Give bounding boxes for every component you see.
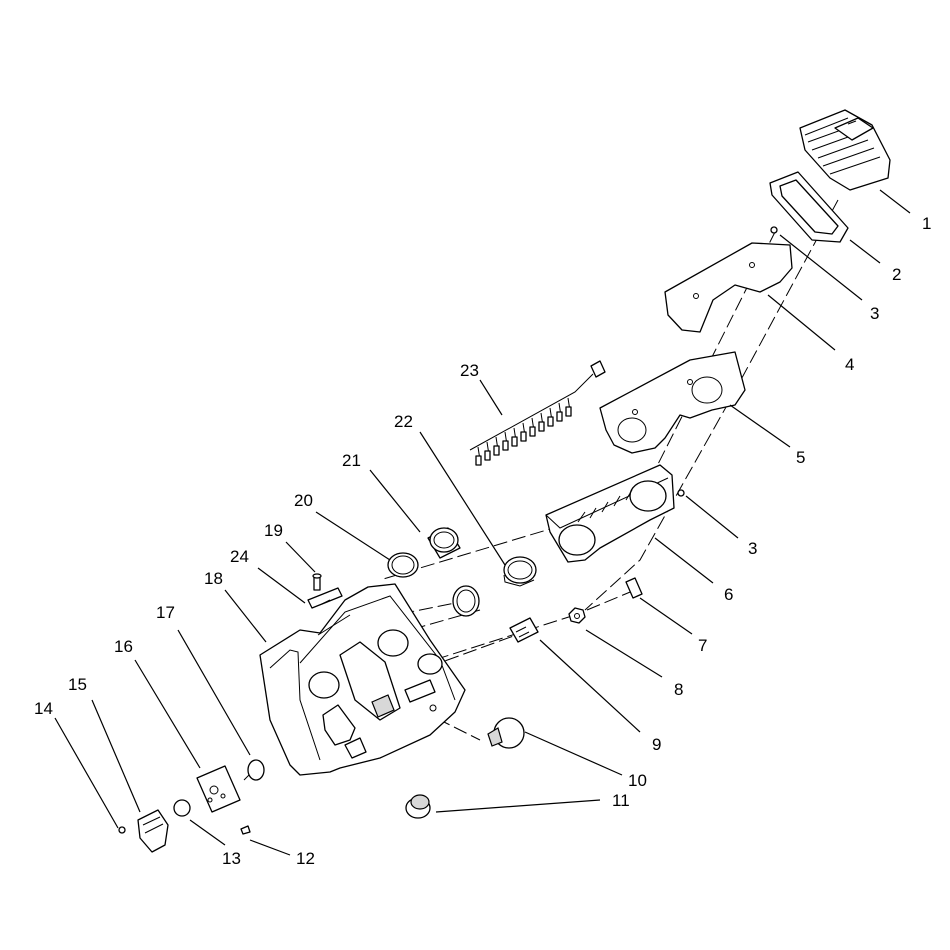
callout-9: 9	[652, 735, 661, 754]
part-boot-cover	[799, 109, 891, 191]
part-indicator-lamp	[487, 717, 525, 749]
part-switch-block	[625, 577, 643, 599]
callout-20: 20	[294, 491, 313, 510]
callout-23: 23	[460, 361, 479, 380]
callout-11: 11	[612, 791, 630, 810]
part-screw-left	[118, 826, 126, 834]
part-bolt	[312, 573, 322, 591]
part-bracket	[307, 587, 343, 609]
part-mounting-clip	[137, 809, 169, 853]
callout-16: 16	[114, 637, 133, 656]
callout-8: 8	[674, 680, 683, 699]
callout-3-bottom: 3	[748, 539, 757, 558]
callout-21: 21	[342, 451, 361, 470]
part-lower-plate	[599, 351, 746, 454]
callout-5: 5	[796, 448, 805, 467]
part-knob	[405, 794, 431, 819]
callout-2: 2	[892, 265, 901, 284]
leader-lines	[54, 189, 911, 856]
callout-4: 4	[845, 355, 854, 374]
part-button-cap	[173, 799, 191, 817]
part-gauge-bracket	[545, 464, 675, 563]
part-wiring-harness	[469, 360, 606, 466]
callout-labels: 1 2 3 3 4 5 6 7 8 9 10 11 12 13 14 15 16…	[34, 214, 931, 868]
part-console-housing	[259, 583, 466, 776]
part-gauge-body	[427, 527, 461, 559]
callout-24: 24	[230, 547, 249, 566]
part-switch-plate	[196, 765, 241, 813]
part-gauge-bezel	[503, 556, 537, 587]
callout-19: 19	[264, 521, 283, 540]
callout-13: 13	[222, 849, 241, 868]
part-upper-plate	[664, 242, 793, 333]
part-boot-frame	[769, 171, 849, 243]
part-lamp-bulb	[243, 759, 265, 781]
callout-14: 14	[34, 699, 53, 718]
callout-18: 18	[204, 569, 223, 588]
callout-12: 12	[296, 849, 315, 868]
callout-17: 17	[156, 603, 175, 622]
part-screw-top	[770, 226, 778, 234]
callout-7: 7	[698, 636, 707, 655]
part-gasket-ring	[387, 552, 419, 578]
part-screw-right	[677, 489, 685, 497]
part-small-screw	[240, 825, 251, 835]
callout-10: 10	[628, 771, 647, 790]
part-housing-ring	[452, 585, 480, 617]
callout-1: 1	[922, 214, 931, 233]
callout-22: 22	[394, 412, 413, 431]
part-nut	[568, 607, 586, 624]
callout-15: 15	[68, 675, 87, 694]
callout-3-top: 3	[870, 304, 879, 323]
callout-6: 6	[724, 585, 733, 604]
part-switch	[509, 617, 539, 643]
